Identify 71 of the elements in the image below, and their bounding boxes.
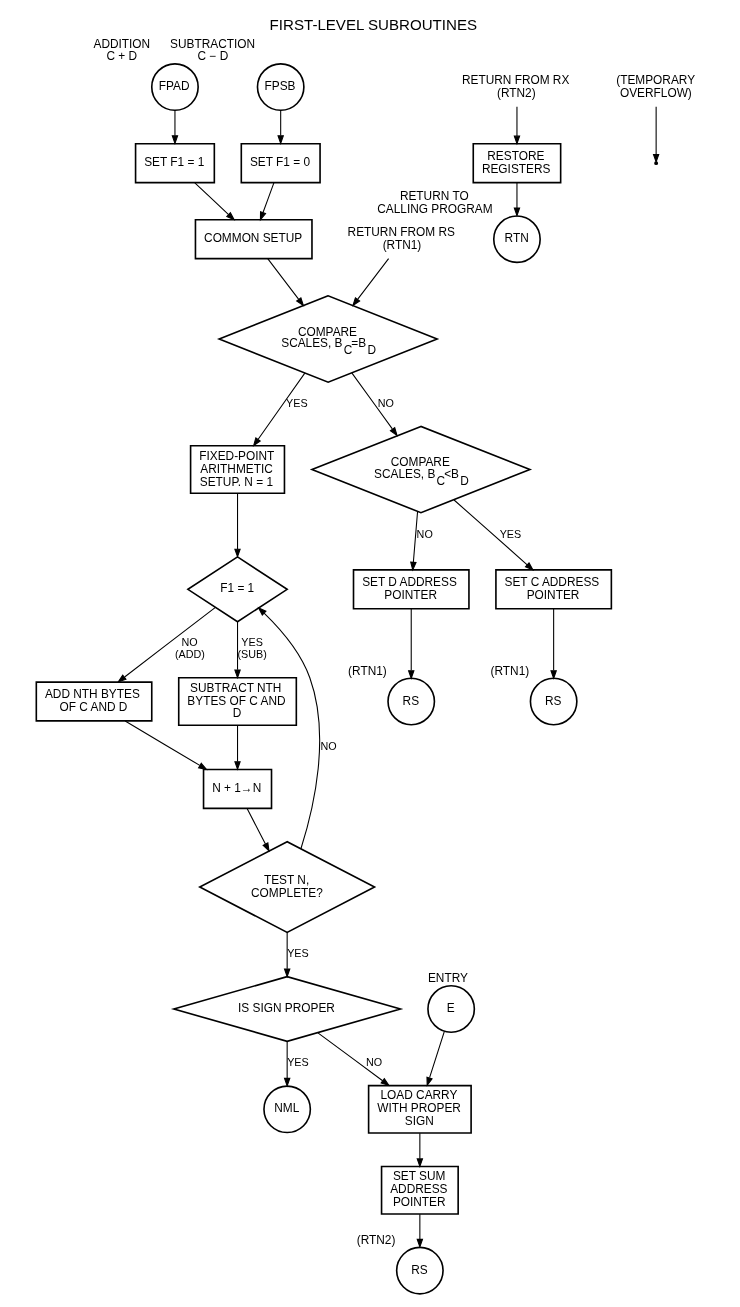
- node-circle: RS: [529, 677, 578, 726]
- node-circle: RS: [386, 677, 435, 726]
- arrow: [453, 499, 534, 571]
- node-circle: FPSB: [256, 63, 305, 112]
- node-label: RETURN TO CALLING PROGRAM: [376, 188, 493, 216]
- node-circle: RTN: [492, 215, 541, 264]
- edge-label: YES: [285, 396, 308, 409]
- arrow: [233, 724, 241, 771]
- arrow: [233, 621, 241, 680]
- node-circle: FPAD: [150, 63, 199, 112]
- arrow: [259, 182, 274, 222]
- arrow: [246, 807, 270, 853]
- node-circle: RS: [395, 1246, 444, 1295]
- node-text: RETURN FROM RX (RTN2): [461, 72, 569, 100]
- arrow: [124, 720, 208, 771]
- edge-label: YES: [499, 527, 521, 540]
- node-box: SET SUM ADDRESS POINTER: [380, 1165, 459, 1215]
- arrow: [652, 106, 660, 164]
- arrow: [316, 1032, 390, 1087]
- arrow: [513, 182, 520, 218]
- arrow: [409, 510, 418, 572]
- edge-label: NO: [365, 1056, 382, 1069]
- arrow: [425, 1030, 445, 1087]
- arrow: [116, 606, 216, 683]
- arrow: [256, 606, 320, 850]
- arrow: [549, 608, 557, 680]
- arrow: [513, 106, 520, 146]
- arrow: [415, 1213, 423, 1249]
- edge-label: NO: [416, 527, 433, 540]
- node-label: (RTN1): [347, 663, 387, 678]
- node-label: (RTN2): [356, 1232, 395, 1247]
- arrow: [407, 608, 415, 680]
- node-box: FIXED-POINT ARITHMETIC SETUP. N = 1: [189, 445, 285, 495]
- node-box: SET C ADDRESS POINTER: [494, 569, 612, 610]
- node-label: SUBTRACTION: [169, 36, 255, 51]
- arrow: [351, 258, 389, 307]
- arrow: [233, 492, 241, 559]
- arrow: [252, 372, 305, 447]
- edge-label: NO (ADD): [174, 636, 205, 661]
- node-label: ADDITION: [93, 36, 150, 51]
- node-label: C + D: [105, 49, 137, 64]
- node-box: COMMON SETUP: [194, 219, 313, 260]
- node-circle: E: [426, 985, 475, 1033]
- node-box: SET F1 = 0: [240, 142, 321, 184]
- node-box: SUBTRACT NTH BYTES OF C AND D: [177, 676, 297, 727]
- arrow: [276, 109, 284, 146]
- arrow: [283, 931, 291, 979]
- diagram-title: FIRST-LEVEL SUBROUTINES: [269, 15, 477, 33]
- node-box: RESTORE REGISTERS: [471, 142, 561, 184]
- arrow: [193, 182, 235, 221]
- arrow: [283, 1040, 291, 1088]
- node-box: N + 1→N: [202, 768, 272, 810]
- arrow: [171, 109, 178, 146]
- node-circle: NML: [262, 1085, 311, 1134]
- node-diamond: IS SIGN PROPER: [170, 975, 403, 1043]
- node-text: RETURN FROM RS (RTN1): [347, 224, 455, 252]
- node-box: LOAD CARRY WITH PROPER SIGN: [367, 1084, 472, 1134]
- edge-label: YES (SUB): [237, 636, 267, 661]
- arrow: [350, 372, 398, 437]
- node-box: SET F1 = 1: [134, 142, 215, 184]
- arrow: [415, 1132, 423, 1169]
- node-text: (TEMPORARY OVERFLOW): [615, 72, 695, 100]
- node-box: ADD NTH BYTES OF C AND D: [35, 681, 153, 722]
- node-diamond: F1 = 1: [185, 555, 289, 623]
- node-label: ENTRY: [427, 971, 468, 986]
- arrow: [266, 258, 304, 307]
- node-label: (RTN1): [490, 663, 529, 678]
- edge-label: NO: [320, 740, 337, 753]
- edge-label: NO: [377, 396, 394, 409]
- node-label: C − D: [197, 49, 228, 64]
- node-box: SET D ADDRESS POINTER: [352, 569, 470, 610]
